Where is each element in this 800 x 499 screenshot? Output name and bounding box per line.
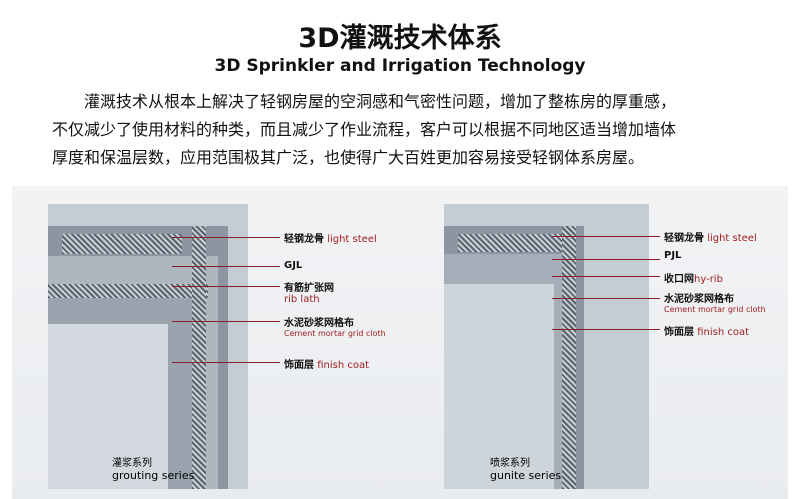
caption-en: gunite series — [490, 469, 562, 482]
label-cn: GJL — [284, 260, 303, 271]
label-cn: 饰面层 — [664, 327, 694, 338]
paragraph-line: 灌溉技术从根本上解决了轻钢房屋的空洞感和气密性问题，增加了整栋房的厚重感， — [84, 92, 677, 111]
label-cn: 轻钢龙骨 — [284, 234, 324, 245]
label-en: light steel — [327, 234, 377, 245]
label-cn: 水泥砂浆网格布 — [664, 294, 734, 305]
label-en: finish coat — [697, 327, 749, 338]
label-cn: 水泥砂浆网格布 — [284, 318, 354, 329]
intro-paragraph: 灌溉技术从根本上解决了轻钢房屋的空洞感和气密性问题，增加了整栋房的厚重感， 不仅… — [52, 88, 762, 172]
label-cn: PJL — [664, 250, 682, 261]
label-cn: 有筋扩张网 — [284, 283, 334, 294]
paragraph-line: 不仅减少了使用材料的种类，而且减少了作业流程，客户可以根据不同地区适当增加墙体 — [52, 120, 677, 139]
label-en: finish coat — [317, 360, 369, 371]
caption-cn: 喷浆系列 — [490, 458, 530, 469]
label-en: Cement mortar grid cloth — [664, 305, 766, 314]
label-cn: 收口网 — [664, 274, 694, 285]
page-subtitle: 3D Sprinkler and Irrigation Technology — [214, 56, 586, 76]
label-cn: 饰面层 — [284, 360, 314, 371]
label-en: Cement mortar grid cloth — [284, 329, 386, 338]
page-title: 3D灌溉技术体系 — [298, 23, 502, 54]
label-en: rib lath — [284, 294, 320, 305]
label-cn: 轻钢龙骨 — [664, 233, 704, 244]
caption-en: grouting series — [112, 469, 195, 482]
label-en: light steel — [707, 233, 757, 244]
paragraph-line: 厚度和保温层数，应用范围极其广泛，也使得广大百姓更加容易接受轻钢体系房屋。 — [52, 148, 645, 167]
caption-cn: 灌浆系列 — [112, 458, 152, 469]
label-en: hy-rib — [694, 274, 723, 285]
